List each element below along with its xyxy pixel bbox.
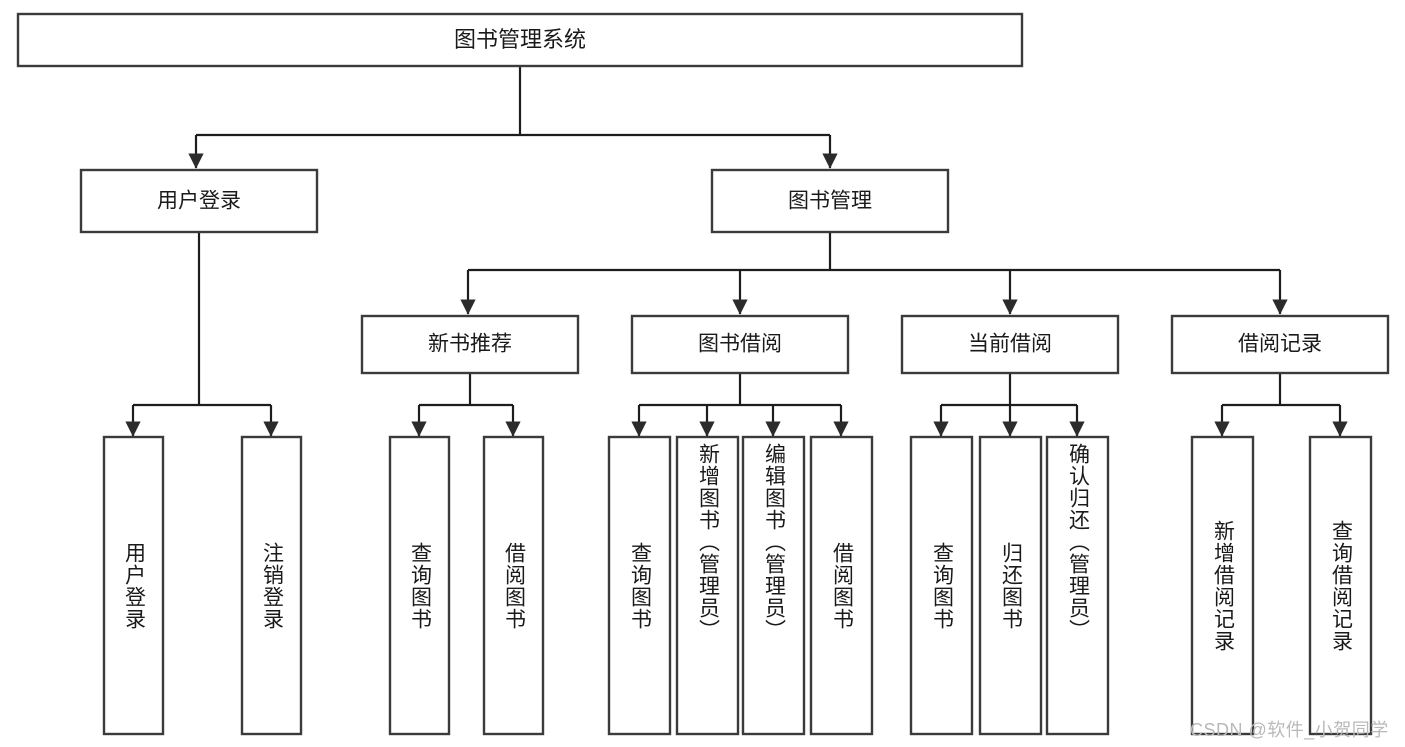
leaf-box-current-borrow-2[interactable] bbox=[1045, 435, 1110, 736]
connector-group-new-book-recommend-leaves bbox=[411, 373, 521, 437]
connector-group-user-login-leaves bbox=[125, 232, 279, 437]
node-new-book-recommend-box[interactable] bbox=[360, 314, 580, 375]
node-root-label: 图书管理系统 bbox=[454, 27, 586, 52]
leaf-boxes-borrow-record bbox=[1190, 435, 1373, 736]
node-new-book-recommend-label: 新书推荐 bbox=[428, 333, 512, 356]
node-user-login-label: 用户登录 bbox=[157, 190, 241, 213]
node-borrow-record[interactable]: 借阅记录 bbox=[1170, 314, 1390, 375]
leaf-box-current-borrow-1[interactable] bbox=[978, 435, 1043, 736]
connector-group-level2-to-level3 bbox=[460, 232, 1288, 315]
leaf-box-new-book-0[interactable] bbox=[388, 435, 451, 736]
node-user-login[interactable]: 用户登录 bbox=[79, 168, 319, 234]
leaf-boxes-current-borrow bbox=[909, 435, 1110, 736]
connector-group-book-borrow-leaves bbox=[631, 373, 849, 437]
leaf-box-borrow-record-0[interactable] bbox=[1190, 435, 1255, 736]
node-root[interactable]: 图书管理系统 bbox=[16, 12, 1024, 68]
node-borrow-record-label: 借阅记录 bbox=[1238, 333, 1322, 356]
node-book-manage-label: 图书管理 bbox=[788, 190, 872, 213]
node-root-box[interactable] bbox=[16, 12, 1024, 68]
csdn-watermark: CSDN @软件_小贺同学 bbox=[1190, 720, 1389, 740]
node-book-borrow-label: 图书借阅 bbox=[698, 333, 782, 356]
leaf-boxes-book-borrow bbox=[607, 435, 874, 736]
leaf-boxes-new-book-recommend bbox=[388, 435, 545, 736]
leaf-box-book-borrow-1[interactable] bbox=[675, 435, 740, 736]
leaf-box-user-login-1[interactable] bbox=[240, 435, 303, 736]
leaf-box-current-borrow-0[interactable] bbox=[909, 435, 974, 736]
node-current-borrow-box[interactable] bbox=[900, 314, 1120, 375]
node-book-borrow-box[interactable] bbox=[630, 314, 850, 375]
leaf-box-new-book-1[interactable] bbox=[482, 435, 545, 736]
node-current-borrow-label: 当前借阅 bbox=[968, 333, 1052, 356]
node-new-book-recommend[interactable]: 新书推荐 bbox=[360, 314, 580, 375]
node-book-manage-box[interactable] bbox=[710, 168, 950, 234]
node-book-borrow[interactable]: 图书借阅 bbox=[630, 314, 850, 375]
leaf-box-user-login-0[interactable] bbox=[102, 435, 165, 736]
leaf-box-book-borrow-0[interactable] bbox=[607, 435, 672, 736]
connector-group-borrow-record-leaves bbox=[1214, 373, 1348, 437]
node-book-manage[interactable]: 图书管理 bbox=[710, 168, 950, 234]
leaf-box-borrow-record-1[interactable] bbox=[1308, 435, 1373, 736]
leaf-box-book-borrow-2[interactable] bbox=[741, 435, 806, 736]
connector-group-root-to-level2 bbox=[188, 66, 838, 169]
node-user-login-box[interactable] bbox=[79, 168, 319, 234]
leaf-boxes-user-login bbox=[102, 435, 303, 736]
connector-group-current-borrow-leaves bbox=[933, 373, 1085, 437]
node-current-borrow[interactable]: 当前借阅 bbox=[900, 314, 1120, 375]
node-borrow-record-box[interactable] bbox=[1170, 314, 1390, 375]
leaf-box-book-borrow-3[interactable] bbox=[809, 435, 874, 736]
